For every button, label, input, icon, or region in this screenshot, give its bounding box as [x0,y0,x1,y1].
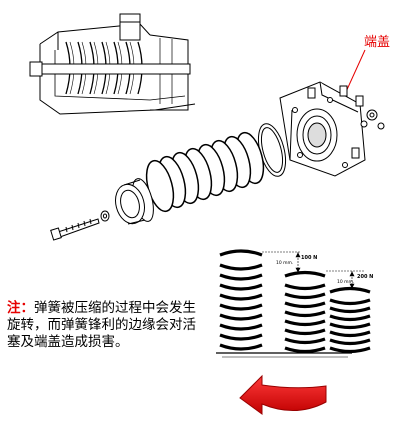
bolt [50,218,100,241]
piston [115,178,154,225]
exploded-spring [145,131,265,213]
curved-arrow-icon [239,374,327,415]
force-label-1: 100 N [301,255,317,261]
spring-test-diagram [216,249,371,358]
dim-label-1: 10 mm. [276,260,293,266]
note-prefix: 注： [7,300,34,316]
end-cap-label: 端盖 [364,35,391,50]
washer [100,210,110,222]
dim-label-2: 10 mm. [337,279,354,285]
spring-200n [329,286,371,354]
end-cap-bolts [307,85,385,159]
spring-100n [284,270,326,354]
note-body: 弹簧被压缩的过程中会发生旋转，而弹簧锋利的边缘会对活塞及端盖造成损害。 [7,300,196,350]
force-label-2: 200 N [357,274,373,280]
assembled-view [29,13,196,115]
end-cap [279,81,366,177]
spring-free [219,249,263,351]
note-text: 注：弹簧被压缩的过程中会发生旋转，而弹簧锋利的边缘会对活塞及端盖造成损害。 [7,300,197,351]
